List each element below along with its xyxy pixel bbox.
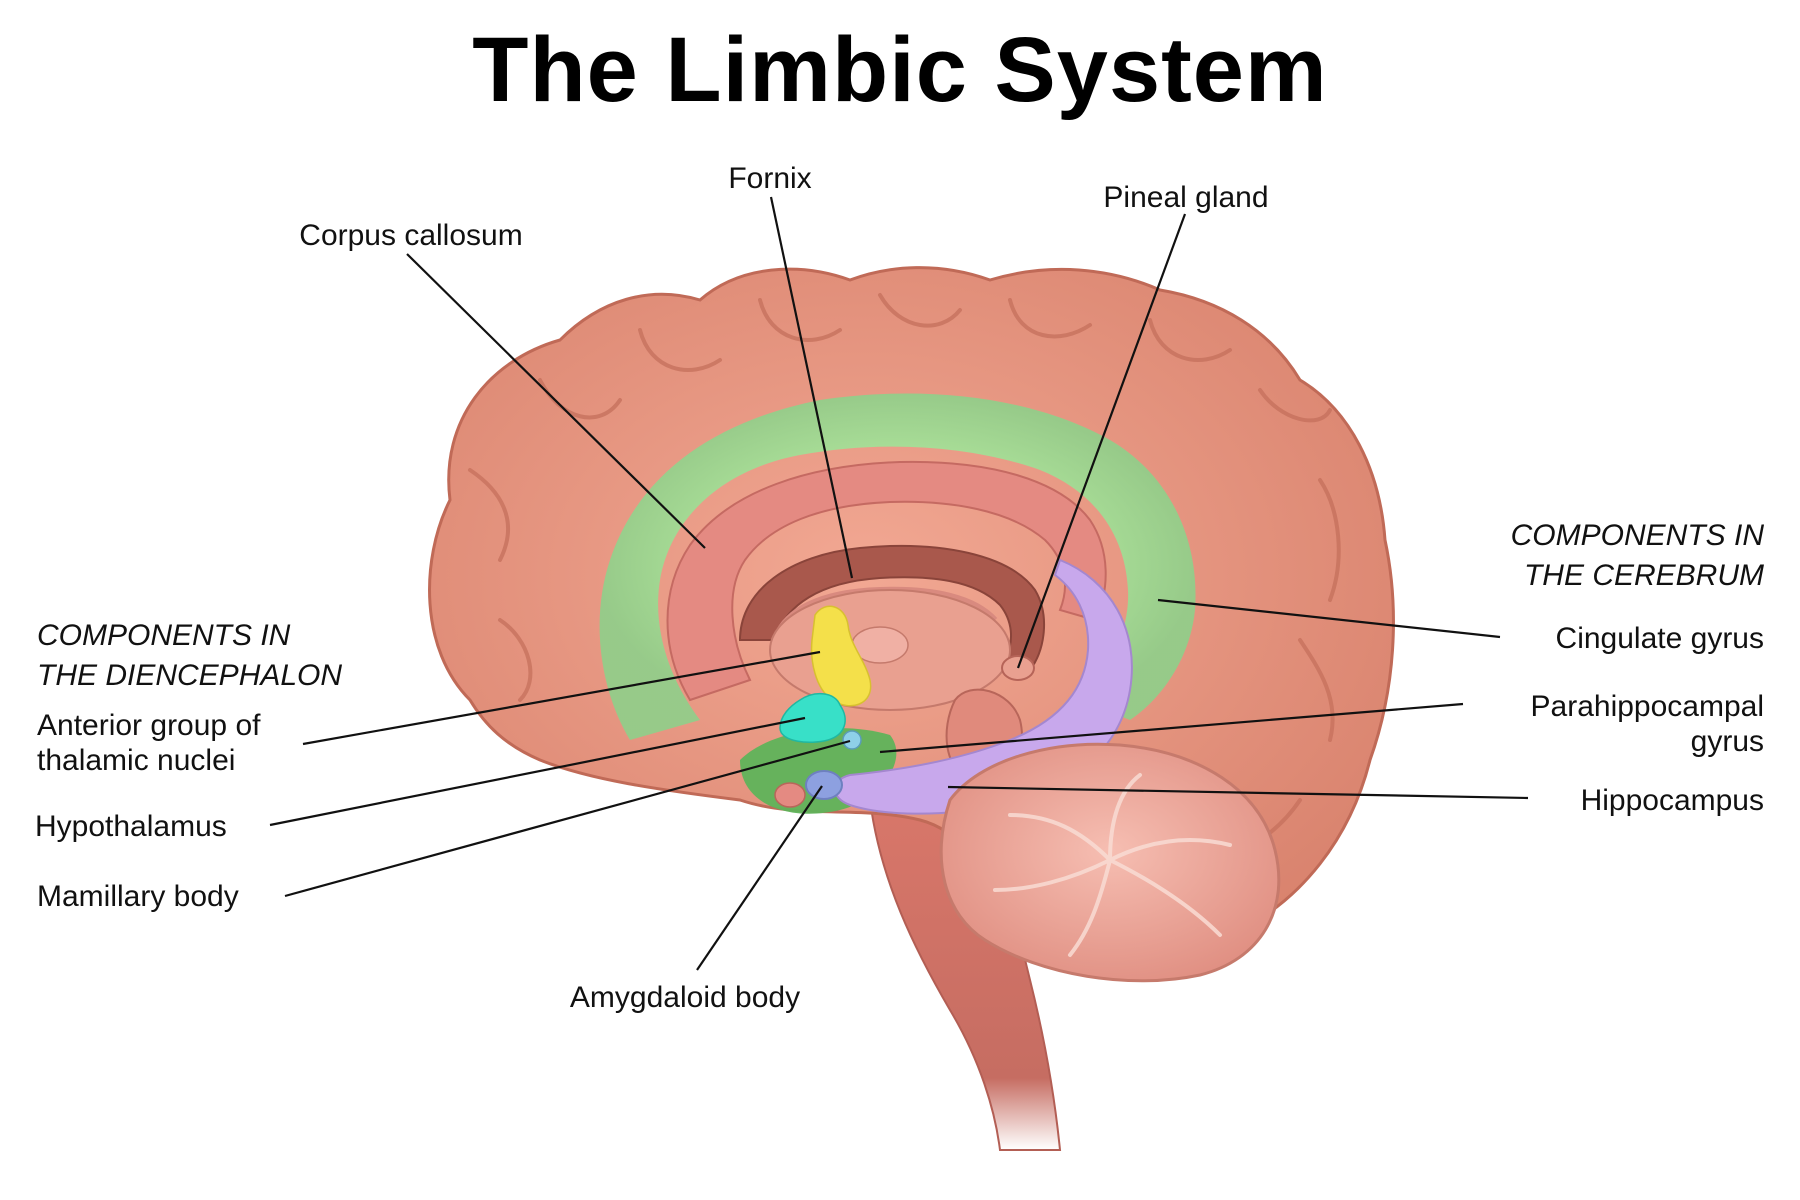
amygdaloid-body-region — [805, 770, 843, 800]
page-title: The Limbic System — [472, 19, 1328, 121]
label-hypothalamus: Hypothalamus — [35, 810, 227, 843]
label-parahippocampal-line1: Parahippocampal — [1531, 690, 1764, 723]
mamillary-body-region — [842, 730, 862, 750]
anterior-thalamic-nuclei-region — [810, 605, 872, 707]
label-anterior-thalamic-line1: Anterior group of — [37, 709, 261, 742]
leader-anterior-thalamic — [302, 650, 821, 746]
group-diencephalon-line1: COMPONENTS IN — [37, 619, 291, 652]
leader-amygdaloid-body — [696, 785, 823, 971]
label-mamillary-body: Mamillary body — [37, 880, 239, 913]
label-fornix: Fornix — [728, 162, 811, 195]
leader-lines — [269, 196, 1529, 971]
leader-mamillary-body — [284, 739, 851, 898]
label-parahippocampal-line2: gyrus — [1691, 725, 1764, 758]
label-corpus-callosum: Corpus callosum — [299, 219, 522, 252]
leader-fornix — [769, 196, 854, 579]
leader-hypothalamus — [269, 716, 806, 827]
label-amygdaloid-body: Amygdaloid body — [570, 981, 800, 1014]
leader-parahippocampal-gyrus — [879, 702, 1464, 754]
leader-corpus-callosum — [406, 253, 706, 549]
label-anterior-thalamic-line2: thalamic nuclei — [37, 744, 235, 777]
labels: Fornix Pineal gland Corpus callosum COMP… — [35, 162, 1764, 1014]
cingulate-gyrus-region — [599, 393, 1196, 740]
group-cerebrum-line2: THE CEREBRUM — [1524, 559, 1764, 592]
leader-hippocampus — [947, 785, 1529, 800]
hypothalamus-region — [779, 693, 846, 743]
group-cerebrum-line1: COMPONENTS IN — [1511, 519, 1765, 552]
label-cingulate-gyrus: Cingulate gyrus — [1556, 622, 1764, 655]
cerebellum-arbor — [993, 773, 1232, 957]
pituitary — [774, 782, 806, 808]
label-pineal-gland: Pineal gland — [1103, 181, 1268, 214]
label-hippocampus: Hippocampus — [1581, 784, 1764, 817]
leader-pineal-gland — [1016, 213, 1187, 669]
group-diencephalon-line2: THE DIENCEPHALON — [37, 659, 342, 692]
gyri-folds — [468, 293, 1341, 862]
leader-cingulate-gyrus — [1157, 598, 1501, 639]
